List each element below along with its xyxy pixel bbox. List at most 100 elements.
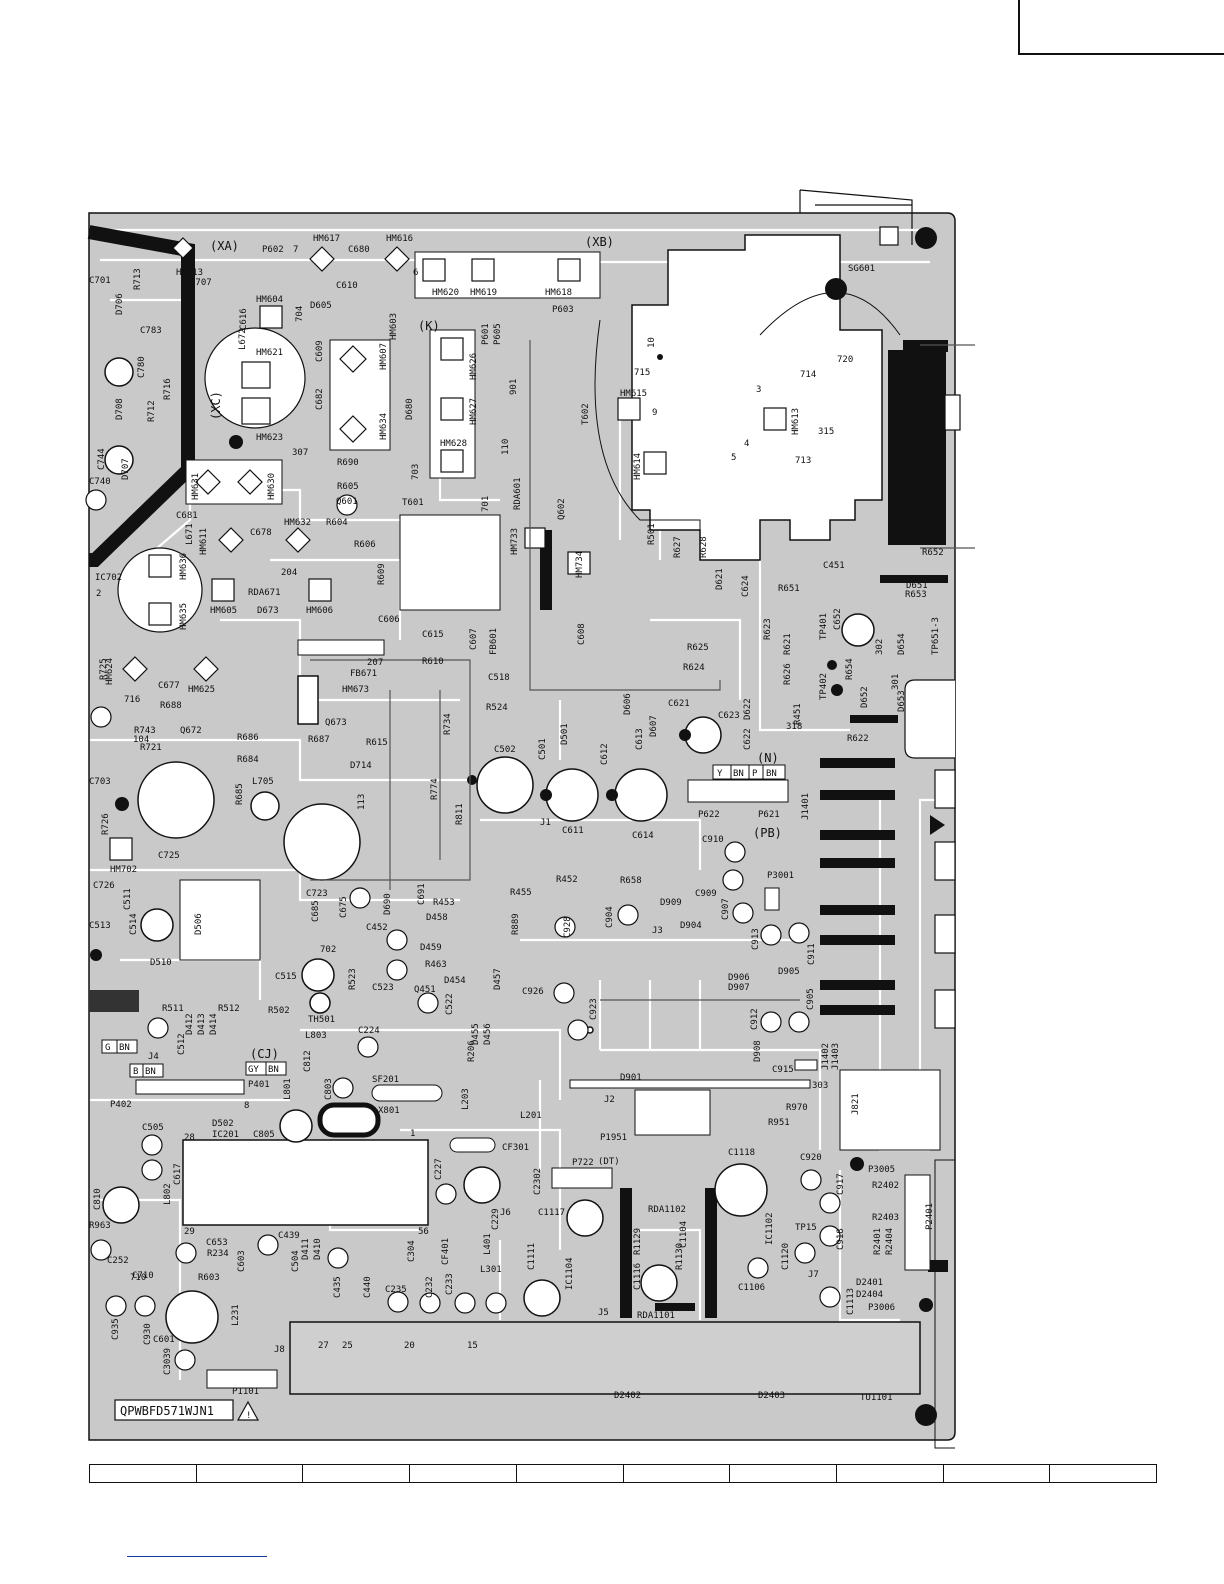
ic-label: TH501 [308, 1015, 335, 1025]
res-label: R502 [268, 1006, 290, 1016]
res-label: R605 [337, 482, 359, 492]
res-label: R726 [101, 813, 111, 835]
pin-label: 15 [467, 1341, 478, 1351]
grid-cell [730, 1465, 837, 1482]
diode-label: D690 [383, 893, 393, 915]
diode-label: D510 [150, 958, 172, 968]
ic-label: TP15 [795, 1223, 817, 1233]
pad-label: HM616 [386, 234, 413, 244]
pin-label: 2 [96, 589, 101, 599]
cap-label: C677 [158, 681, 180, 691]
ic-label: SG601 [848, 264, 875, 274]
cap-label: C1118 [728, 1148, 755, 1158]
ic-label: RDA601 [513, 477, 523, 510]
cap-label: C440 [363, 1276, 373, 1298]
diode-label: D414 [209, 1013, 219, 1035]
res-label: R624 [683, 663, 705, 673]
pad-label: HM620 [432, 288, 459, 298]
diode-label: D714 [350, 761, 372, 771]
diode-label: D605 [310, 301, 332, 311]
cap-label: C513 [89, 921, 111, 931]
pad-label: HM615 [620, 389, 647, 399]
wire-tag-group-cj: GY BN [245, 1061, 287, 1076]
pin-label: 1 [410, 1129, 415, 1139]
cap-label: C451 [823, 561, 845, 571]
diode-label: D2404 [856, 1290, 883, 1300]
ic-label: L672 [238, 328, 248, 350]
res-label: R511 [162, 1004, 184, 1014]
diode-label: D607 [649, 715, 659, 737]
cap-label: C614 [632, 831, 654, 841]
diode-labels: D706 D708 D707 D605 D680 D673 D714 D501 … [115, 293, 928, 1401]
res-label: R625 [687, 643, 709, 653]
wire-tag: B [133, 1067, 138, 1077]
diode-label: D653 [897, 690, 907, 712]
cap-label: C612 [600, 743, 610, 765]
ic-label: L801 [283, 1078, 293, 1100]
res-label: R716 [163, 378, 173, 400]
connector-label: P1951 [600, 1133, 627, 1143]
connector-label: J1403 [831, 1043, 841, 1070]
diode-label: D2402 [614, 1391, 641, 1401]
connector-label: J1401 [801, 793, 811, 820]
ic-label: L802 [163, 1183, 173, 1205]
diamond-pads [122, 237, 410, 682]
ic-label: IC1104 [565, 1257, 575, 1290]
cap-label: C606 [378, 615, 400, 625]
res-label: R234 [207, 1249, 229, 1259]
cap-label: C904 [605, 906, 615, 928]
cap-label: C501 [538, 738, 548, 760]
cap-label: C923 [589, 998, 599, 1020]
diode-label: D2403 [758, 1391, 785, 1401]
pad-label: HM604 [256, 295, 283, 305]
pin-label: 10 [647, 337, 657, 348]
section-cj: (CJ) [250, 1047, 279, 1061]
cap-label: C681 [176, 511, 198, 521]
pad-label: HM734 [575, 551, 585, 578]
ic-label: L201 [520, 1111, 542, 1121]
cap-label: C915 [772, 1065, 794, 1075]
grid-cell [517, 1465, 624, 1482]
pin-label: 28 [184, 1133, 195, 1143]
pin-label: 901 [509, 379, 519, 395]
cap-label: C522 [445, 993, 455, 1015]
footer-link-underline[interactable] [127, 1556, 267, 1557]
cap-label: C909 [695, 889, 717, 899]
pad-labels: HM617 HM616 HM620 HM619 HM618 HM604 HM60… [105, 234, 801, 875]
diode-label: D707 [121, 458, 131, 480]
jumper-label: J8 [274, 1345, 285, 1355]
pin-label: 315 [818, 427, 834, 437]
cap-label: C229 [491, 1208, 501, 1230]
pad-label: HM733 [510, 528, 520, 555]
cap-label: C518 [488, 673, 510, 683]
cap-label: C725 [158, 851, 180, 861]
cap-label: C810 [93, 1188, 103, 1210]
wire-tag: BN [766, 769, 777, 779]
ic-label: Q673 [325, 718, 347, 728]
pin-label: 701 [481, 496, 491, 512]
connector-label: P402 [110, 1100, 132, 1110]
cap-label: C439 [278, 1231, 300, 1241]
cap-label: C511 [123, 888, 133, 910]
small-capacitors [85, 489, 841, 1371]
bottom-grid-strip [89, 1464, 1157, 1483]
cap-label: C2302 [533, 1168, 543, 1195]
cap-label: C609 [315, 340, 325, 362]
section-pb: (PB) [753, 826, 782, 840]
res-label: R523 [348, 968, 358, 990]
capacitor-labels: C680 C610 C616 C701 C707 C703 C780 C744 … [89, 245, 856, 1375]
pin-label: 318 [786, 722, 802, 732]
cap-label: C514 [129, 913, 139, 935]
ic-label: Q451 [414, 985, 436, 995]
section-xc: (XC) [209, 391, 223, 420]
board-notch-right [904, 679, 955, 759]
cap-label: C1111 [527, 1243, 537, 1270]
res-label: R606 [354, 540, 376, 550]
cap-label: C227 [434, 1158, 444, 1180]
cap-label: C918 [836, 1228, 846, 1250]
pin-labels: 1 2 3 4 5 6 7 8 9 10 15 20 25 27 28 29 5… [96, 245, 901, 1351]
diode-label: D459 [420, 943, 442, 953]
cap-label: C515 [275, 972, 297, 982]
res-label: R811 [455, 803, 465, 825]
pin-label: 704 [295, 306, 305, 322]
